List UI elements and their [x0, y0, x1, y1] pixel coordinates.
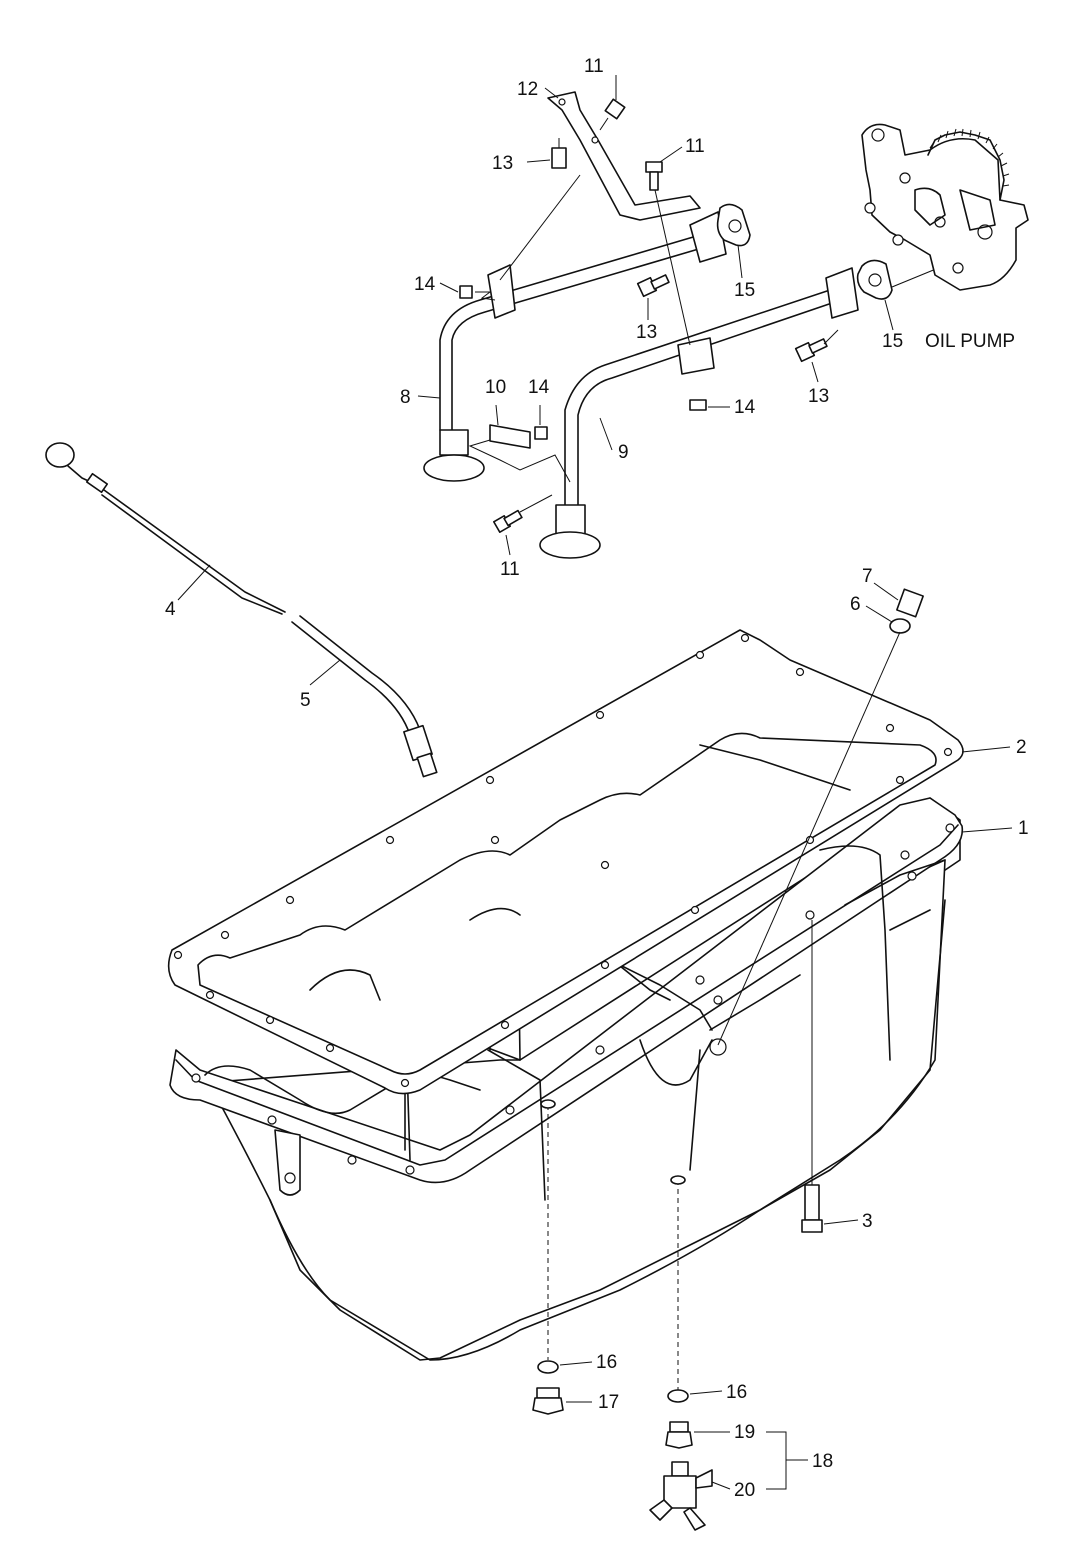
callout-16b: 16	[726, 1382, 747, 1403]
leader-lines	[177, 75, 1013, 1490]
oil-pump	[861, 123, 1029, 291]
callout-20: 20	[734, 1480, 755, 1501]
pan-bolt	[801, 920, 823, 1233]
callout-9: 9	[618, 442, 629, 463]
callout-11c: 11	[500, 559, 520, 580]
bolt-11-mid	[645, 161, 691, 346]
oil-pan-gasket	[167, 629, 964, 1095]
drain-plug-right	[665, 1175, 693, 1449]
oil-pump-label: OIL PUMP	[925, 331, 1015, 352]
nut-14-mid	[534, 426, 548, 440]
callout-17: 17	[598, 1392, 619, 1413]
callout-10: 10	[485, 377, 506, 398]
dipstick-tube	[291, 615, 438, 778]
callout-3: 3	[862, 1211, 873, 1232]
callout-6: 6	[850, 594, 861, 615]
callout-14b: 14	[528, 377, 550, 398]
bolt-13-right	[794, 329, 839, 363]
pipe-gasket-left	[716, 203, 751, 247]
callout-18: 18	[812, 1451, 833, 1472]
callout-7: 7	[862, 566, 873, 587]
bolt-11-bottom	[493, 494, 553, 533]
callout-13a: 13	[492, 153, 513, 174]
callout-16a: 16	[596, 1352, 617, 1373]
callout-8: 8	[400, 387, 411, 408]
strainer-bracket	[468, 424, 571, 483]
callout-14a: 14	[414, 274, 436, 295]
callout-labels: 1 2 3 4 5 6 7 8 9 10 11 11 11 12 13 13 1…	[165, 56, 1029, 1501]
callout-13c: 13	[808, 386, 829, 407]
support-bracket	[499, 91, 701, 281]
callout-11b: 11	[685, 136, 705, 157]
callout-14c: 14	[734, 397, 756, 418]
drain-cock	[649, 1461, 713, 1531]
bolt-13-top	[551, 138, 567, 169]
callout-12: 12	[517, 79, 538, 100]
callout-2: 2	[1016, 737, 1027, 758]
filler-plug-assembly	[717, 588, 924, 1046]
callout-4: 4	[165, 599, 176, 620]
bolt-13-mid	[636, 274, 670, 298]
callout-13b: 13	[636, 322, 657, 343]
callout-15b: 15	[882, 331, 903, 352]
drain-plug-left	[532, 1099, 564, 1415]
dipstick	[45, 442, 286, 615]
callout-11a: 11	[584, 56, 604, 77]
callout-19: 19	[734, 1422, 755, 1443]
callout-15a: 15	[734, 280, 755, 301]
nut-14-left	[459, 285, 496, 301]
nut-14-right	[689, 399, 707, 411]
oil-strainer-pipe-right	[539, 267, 859, 559]
bolt-11-top	[599, 98, 626, 131]
callout-1: 1	[1018, 818, 1029, 839]
callout-5: 5	[300, 690, 311, 711]
